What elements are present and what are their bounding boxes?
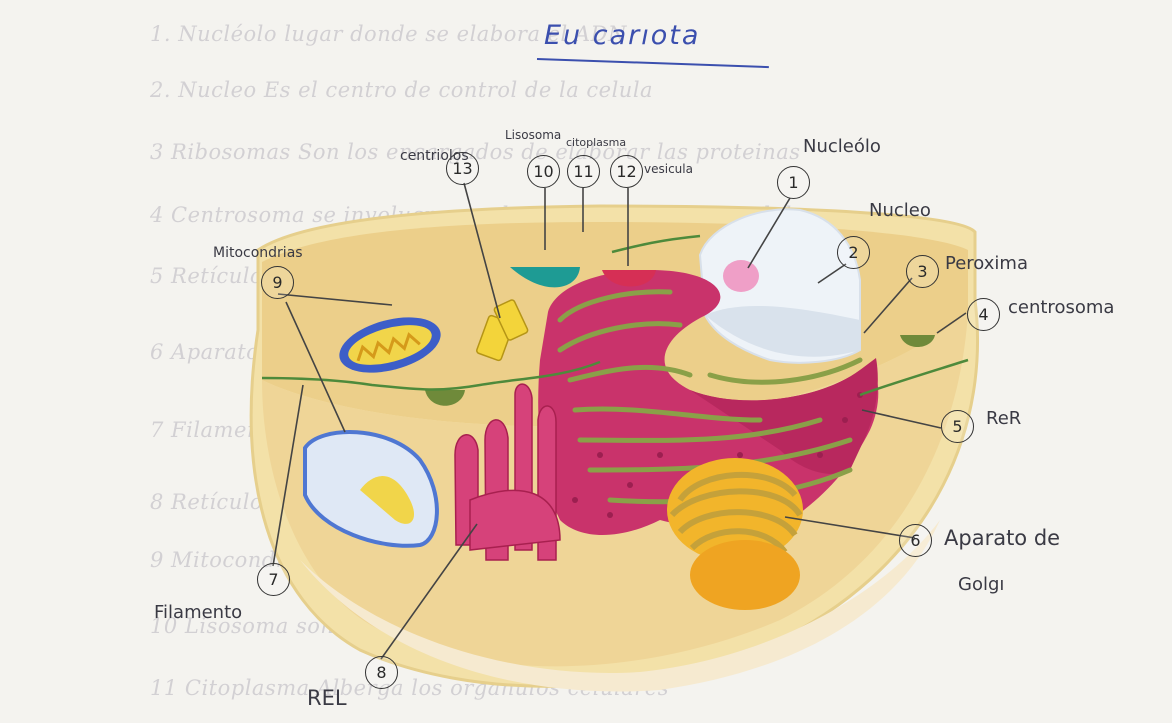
label-number-5: 5	[941, 410, 974, 443]
label-number-7: 7	[257, 563, 290, 596]
label-number-3: 3	[906, 255, 939, 288]
label-mitocondrias: Mitocondrias	[213, 245, 303, 261]
label-nucleolo: Nucleólo	[803, 136, 881, 157]
label-rel: REL	[307, 686, 347, 710]
label-lisosoma: Lisosoma	[505, 128, 561, 142]
label-number-6: 6	[899, 524, 932, 557]
label-number-1: 1	[777, 166, 810, 199]
label-number-12: 12	[610, 155, 643, 188]
label-aparato: Aparato de	[944, 526, 1060, 550]
diagram-title: Eu carıota	[544, 20, 700, 51]
label-citoplasma: citoplasma	[566, 136, 626, 149]
label-number-2: 2	[837, 236, 870, 269]
label-centriolos: centriolos	[400, 148, 469, 164]
label-centrosoma: centrosoma	[1008, 297, 1114, 318]
label-rer: ReR	[986, 408, 1021, 429]
label-number-11: 11	[567, 155, 600, 188]
nucleolus	[723, 260, 759, 292]
label-number-8: 8	[365, 656, 398, 689]
label-number-10: 10	[527, 155, 560, 188]
label-nucleo: Nucleo	[869, 200, 931, 221]
label-number-4: 4	[967, 298, 1000, 331]
label-number-9: 9	[261, 266, 294, 299]
label-golgi: Golgı	[958, 574, 1004, 595]
label-vesicula: vesicula	[644, 162, 693, 176]
label-peroxima: Peroxima	[945, 253, 1028, 274]
label-filamento: Filamento	[154, 602, 242, 623]
